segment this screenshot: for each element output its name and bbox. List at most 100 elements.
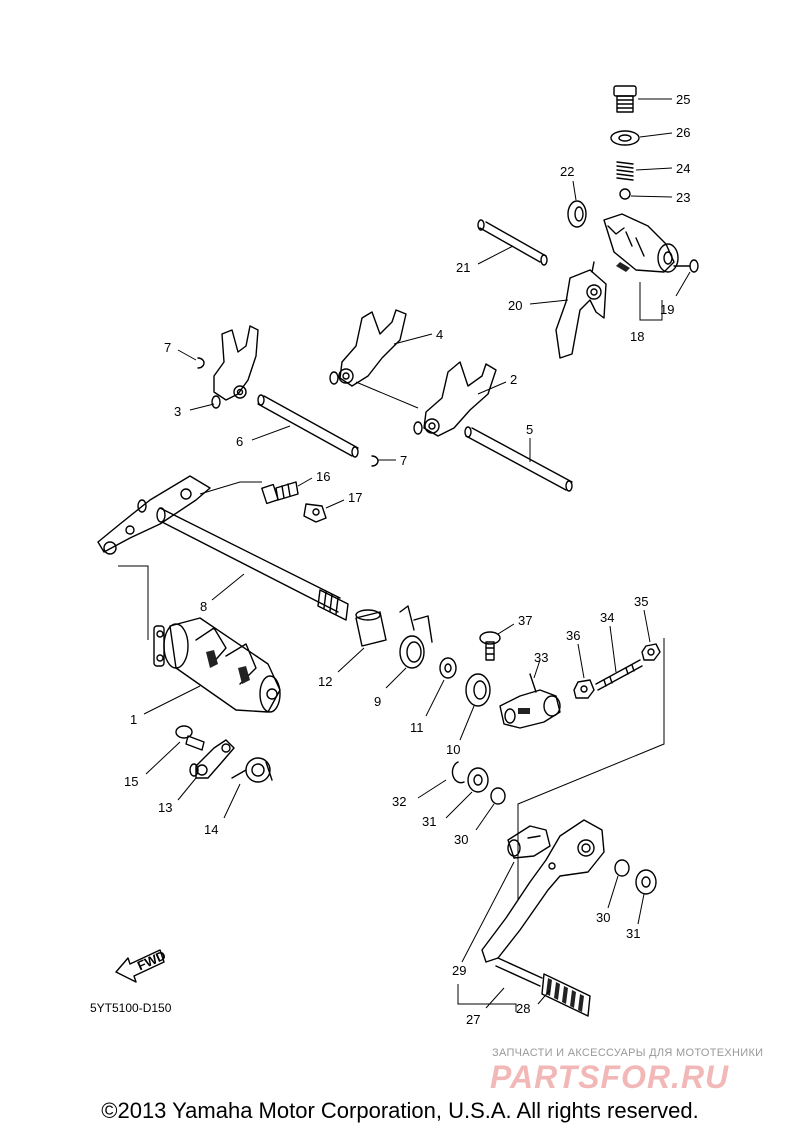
part-36-nut <box>573 679 595 699</box>
leader-31b <box>637 893 645 925</box>
leader-36 <box>577 643 585 679</box>
part-20-shift-fork <box>555 261 607 359</box>
callout-18: 18 <box>630 329 644 344</box>
part-30-o-ring-lower <box>614 859 630 877</box>
leader-17 <box>325 499 345 509</box>
callout-22: 22 <box>560 164 574 179</box>
part-23-ball <box>619 188 631 200</box>
callout-5: 5 <box>526 422 533 437</box>
leader-11 <box>425 679 445 717</box>
leader-22 <box>572 180 577 201</box>
part-33-joint <box>499 673 561 729</box>
callout-15: 15 <box>124 774 138 789</box>
part-14-torsion-spring <box>231 757 273 783</box>
callout-20: 20 <box>508 298 522 313</box>
leader-fork-link <box>355 381 419 409</box>
part-9-torsion-spring <box>399 605 433 669</box>
part-7-circlip-lower <box>371 455 379 467</box>
callout-30-lower: 30 <box>596 910 610 925</box>
callout-2: 2 <box>510 372 517 387</box>
callout-4: 4 <box>436 327 443 342</box>
part-31-washer-lower <box>635 869 657 895</box>
callout-27: 27 <box>466 1012 480 1027</box>
part-25-bolt <box>613 85 637 113</box>
part-11-washer <box>439 657 457 679</box>
callout-7-lower: 7 <box>400 453 407 468</box>
part-19-pin <box>673 259 699 273</box>
leader-21 <box>477 245 514 265</box>
part-29-shift-arm <box>507 825 551 859</box>
part-31-washer-upper <box>467 767 489 793</box>
part-segment-assembly <box>603 213 679 273</box>
part-4-shift-fork <box>329 309 407 387</box>
leader-28 <box>537 989 551 1005</box>
watermark-brand: PARTSFOR.RU <box>490 1059 729 1095</box>
callout-14: 14 <box>204 822 218 837</box>
callout-6: 6 <box>236 434 243 449</box>
callout-37: 37 <box>518 613 532 628</box>
callout-29: 29 <box>452 963 466 978</box>
callout-36: 36 <box>566 628 580 643</box>
leader-2 <box>477 381 507 395</box>
part-15-bolt <box>175 725 205 751</box>
part-22-oil-seal <box>567 200 587 228</box>
callout-32: 32 <box>392 794 406 809</box>
part-7-circlip-upper <box>197 357 205 369</box>
watermark-tagline: ЗАПЧАСТИ И АКСЕССУАРЫ ДЛЯ МОТОТЕХНИКИ <box>492 1047 763 1059</box>
leader-37 <box>497 623 515 635</box>
part-28-pedal-rubber <box>541 973 591 1017</box>
part-24-spring <box>616 161 634 181</box>
leader-4 <box>393 333 433 345</box>
leader-27 <box>485 987 505 1009</box>
leader-3 <box>189 403 215 411</box>
callout-30-upper: 30 <box>454 832 468 847</box>
part-shift-lever-plate <box>97 475 211 555</box>
leader-1 <box>143 685 201 715</box>
leader-29 <box>461 861 515 963</box>
callout-9: 9 <box>374 694 381 709</box>
part-1-shift-drum <box>153 617 281 713</box>
leader-24 <box>635 167 673 171</box>
bracket-27 <box>457 984 517 1012</box>
callout-31-lower: 31 <box>626 926 640 941</box>
callout-19: 19 <box>660 302 674 317</box>
leader-15 <box>145 741 181 775</box>
leader-pedal-alignment <box>517 638 665 900</box>
leader-19 <box>675 271 691 297</box>
leader-26 <box>639 132 673 138</box>
leader-34 <box>609 625 617 673</box>
callout-24: 24 <box>676 161 690 176</box>
copyright-notice: ©2013 Yamaha Motor Corporation, U.S.A. A… <box>101 1098 699 1123</box>
leader-9 <box>385 667 407 689</box>
leader-32 <box>417 779 447 799</box>
callout-23: 23 <box>676 190 690 205</box>
fwd-arrow-icon: FWD <box>115 948 168 983</box>
leader-14 <box>223 783 241 819</box>
callout-16: 16 <box>316 469 330 484</box>
leader-12 <box>337 647 365 673</box>
part-16-bolt <box>261 481 299 505</box>
part-2-shift-fork <box>413 361 497 437</box>
part-37-bolt <box>479 631 501 661</box>
leader-20 <box>529 299 569 305</box>
leader-16-bracket <box>199 481 262 495</box>
callout-12: 12 <box>318 674 332 689</box>
leader-35 <box>643 609 651 643</box>
part-12-collar <box>355 609 387 647</box>
part-17-plate <box>303 503 327 523</box>
part-34-rod <box>595 659 643 691</box>
leader-10 <box>459 705 475 741</box>
part-10-oil-seal <box>465 673 491 707</box>
part-3-shift-fork <box>211 325 259 409</box>
callout-11: 11 <box>410 720 424 735</box>
leader-23 <box>630 195 673 198</box>
callout-17: 17 <box>348 490 362 505</box>
part-8-shift-shaft <box>156 507 349 621</box>
part-6-guide-bar <box>257 394 359 458</box>
part-32-circlip <box>451 761 465 784</box>
leader-33 <box>533 659 541 679</box>
leader-13 <box>177 777 197 801</box>
leader-31a <box>445 791 473 819</box>
part-30-o-ring-upper <box>490 787 506 805</box>
part-26-washer <box>610 130 640 146</box>
